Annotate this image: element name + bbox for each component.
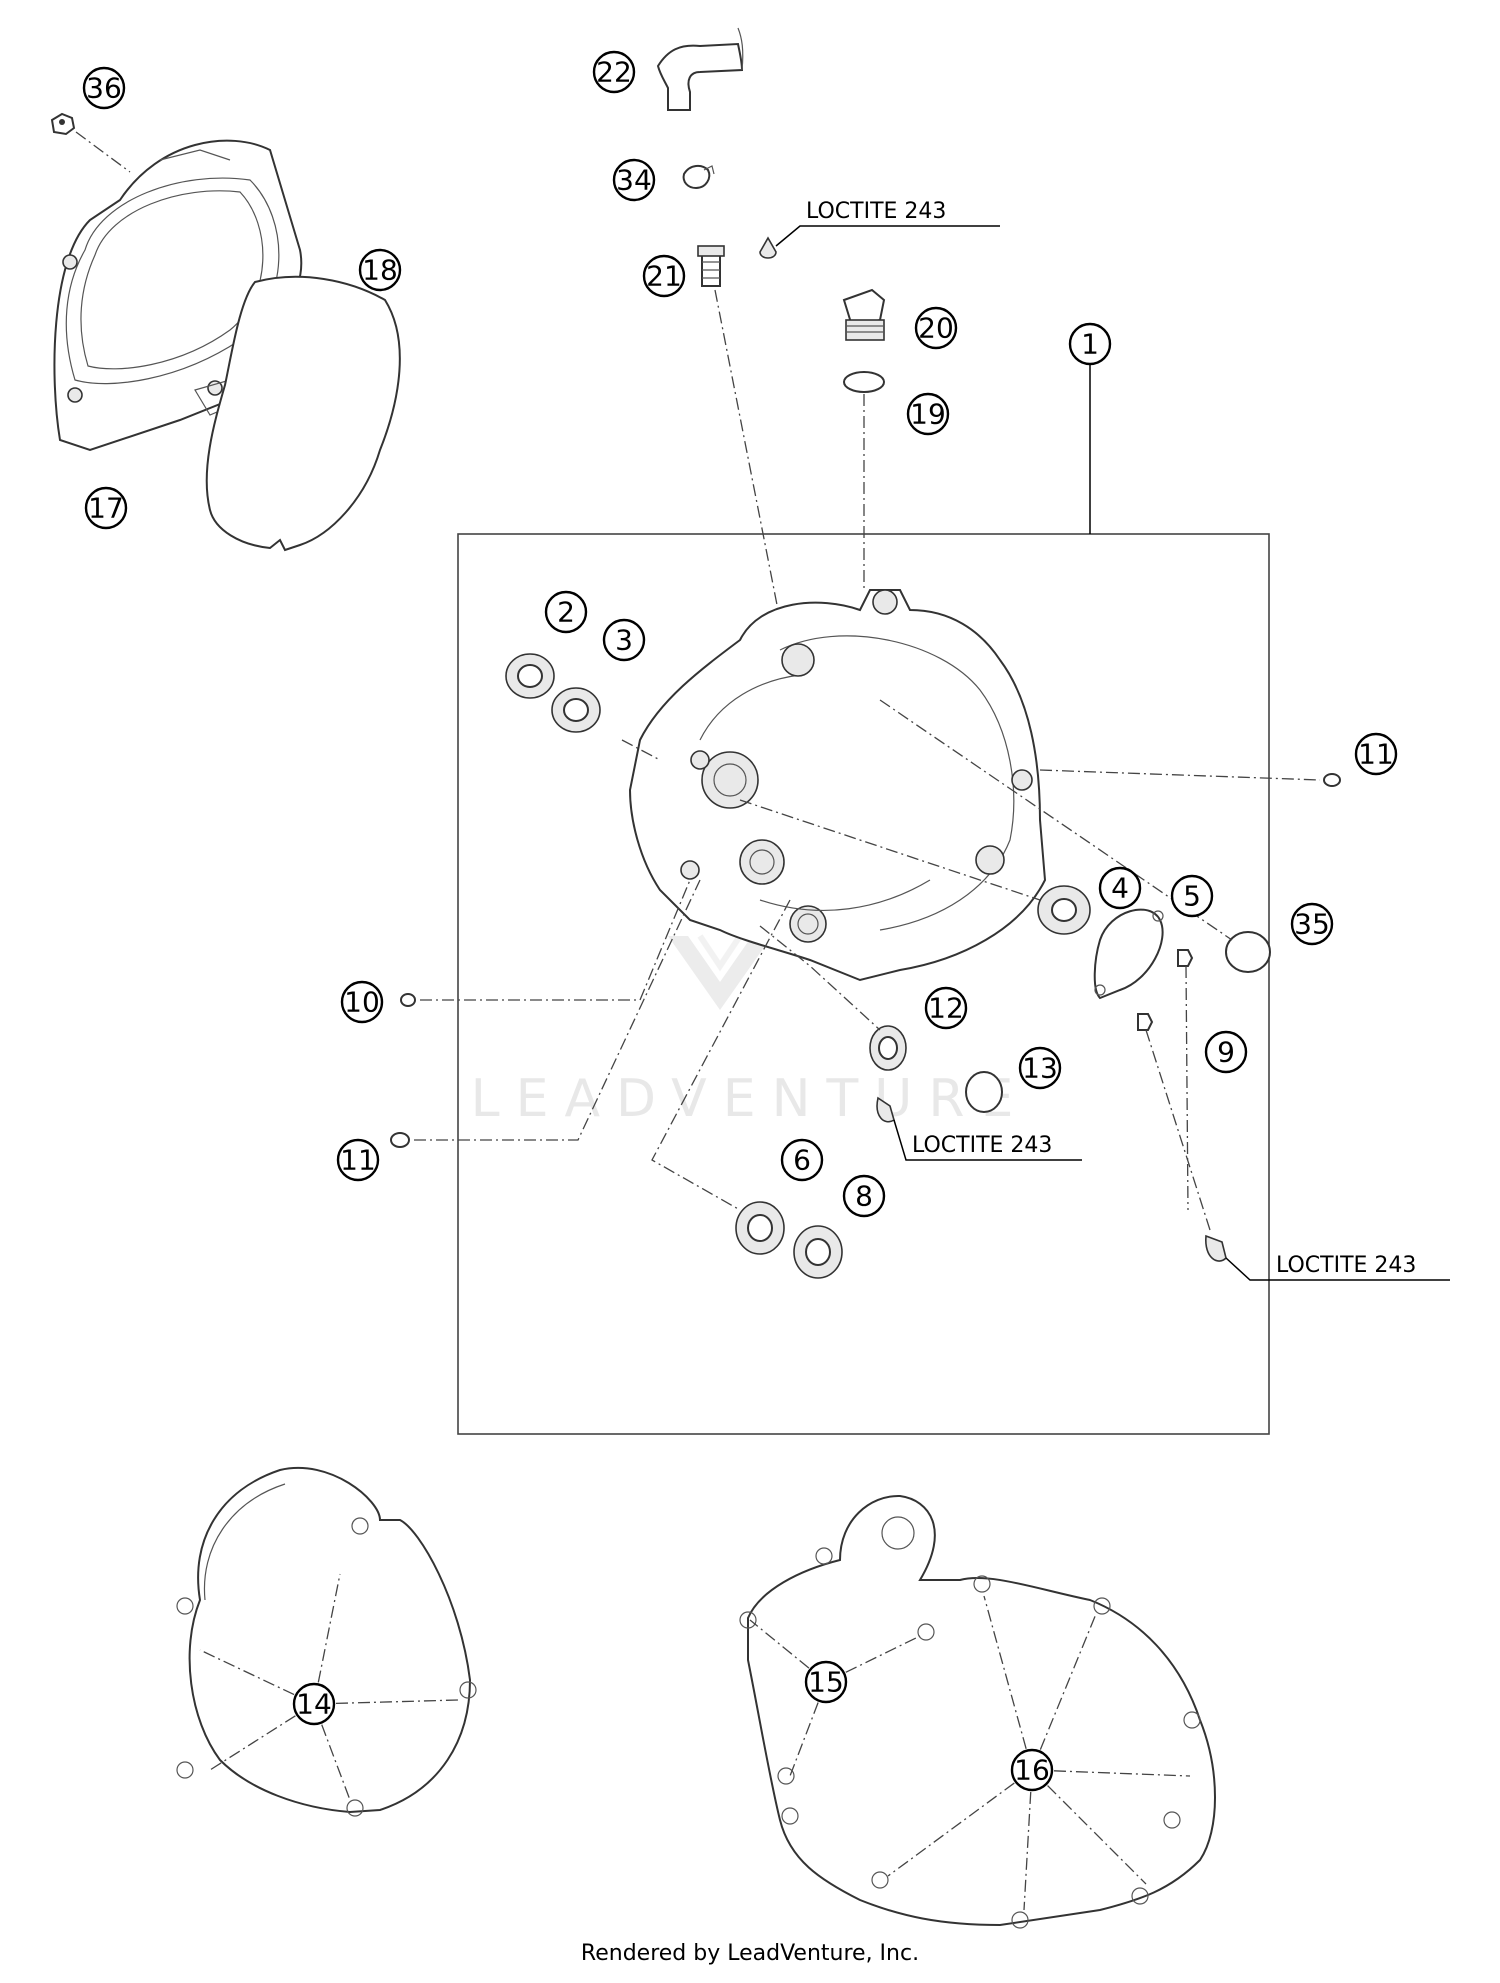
part-10-o-ring [400, 993, 416, 1007]
part-14-gasket [176, 1467, 477, 1817]
part-16-gasket [739, 1494, 1216, 1929]
callout-17: 17 [84, 486, 128, 530]
svg-text:13: 13 [1022, 1052, 1058, 1085]
leader-2-3 [621, 739, 661, 761]
callout-3: 3 [602, 618, 646, 662]
part-36-screw [50, 112, 76, 136]
svg-text:10: 10 [344, 986, 380, 1019]
svg-text:22: 22 [596, 56, 632, 89]
part-6-seal [735, 1201, 785, 1255]
svg-text:12: 12 [928, 992, 964, 1025]
part-22-hose [656, 27, 744, 111]
callout-4: 4 [1098, 866, 1142, 910]
loctite-drop-right [1205, 1234, 1227, 1262]
part-20-plug [842, 288, 886, 341]
part-5-cover-plate [1093, 908, 1164, 1000]
svg-text:19: 19 [910, 398, 946, 431]
callout-35: 35 [1290, 902, 1334, 946]
callout-13: 13 [1018, 1046, 1062, 1090]
callout-36: 36 [82, 66, 126, 110]
loctite-top-leader [775, 225, 1000, 247]
part-9-screw-b [1137, 1013, 1154, 1031]
svg-text:11: 11 [340, 1144, 376, 1177]
callout-14: 14 [292, 1682, 336, 1726]
part-1-clutch-cover [628, 589, 1047, 982]
leader-21 [714, 289, 781, 621]
callout-5: 5 [1170, 874, 1214, 918]
svg-text:3: 3 [615, 624, 633, 657]
watermark-logo: LEADVENTURE [471, 934, 1030, 1129]
callout-10: 10 [340, 980, 384, 1024]
part-35-o-ring [1225, 931, 1271, 973]
svg-text:16: 16 [1014, 1754, 1050, 1787]
callout-20: 20 [914, 306, 958, 350]
svg-text:36: 36 [86, 72, 122, 105]
callout-6: 6 [780, 1138, 824, 1182]
svg-text:11: 11 [1358, 738, 1394, 771]
svg-text:5: 5 [1183, 880, 1201, 913]
callout-34: 34 [612, 158, 656, 202]
part-19-o-ring [843, 371, 885, 393]
watermark-text: LEADVENTURE [471, 1069, 1030, 1129]
svg-text:18: 18 [362, 254, 398, 287]
callout-19: 19 [906, 392, 950, 436]
loctite-note-right: LOCTITE 243 [1276, 1253, 1416, 1278]
leader-4 [739, 799, 1041, 901]
callout-1: 1 [1068, 322, 1112, 366]
part-9-screw-a [1177, 949, 1194, 967]
loctite-note-top: LOCTITE 243 [806, 199, 946, 224]
svg-text:14: 14 [296, 1688, 332, 1721]
part-8-seal [793, 1225, 843, 1279]
part-13-o-ring [965, 1071, 1003, 1113]
part-12-bushing [869, 1025, 907, 1071]
callout-16: 16 [1010, 1748, 1054, 1792]
loctite-note-mid: LOCTITE 243 [912, 1133, 1052, 1158]
svg-text:6: 6 [793, 1144, 811, 1177]
callout-11-left: 11 [336, 1138, 380, 1182]
leader-10 [420, 879, 691, 1001]
callout-9: 9 [1204, 1030, 1248, 1074]
part-21-fitting [697, 245, 725, 287]
part-11-dowel-right [1323, 773, 1341, 787]
callout-15: 15 [804, 1660, 848, 1704]
svg-text:2: 2 [557, 596, 575, 629]
loctite-right-leader [1225, 1257, 1450, 1281]
svg-text:20: 20 [918, 312, 954, 345]
callout-18: 18 [358, 248, 402, 292]
svg-text:21: 21 [646, 260, 682, 293]
leader-9b [1145, 1029, 1211, 1231]
svg-text:9: 9 [1217, 1036, 1235, 1069]
part-34-clamp [682, 164, 715, 190]
callout-12: 12 [924, 986, 968, 1030]
leader-12 [759, 925, 881, 1031]
svg-text:15: 15 [808, 1666, 844, 1699]
part-2-seal [505, 653, 555, 699]
loctite-drop-top [759, 236, 777, 259]
callout-11-right: 11 [1354, 732, 1398, 776]
callout-22: 22 [592, 50, 636, 94]
leader-6-8 [651, 899, 791, 1211]
leader-36 [75, 131, 131, 173]
leader-11-left [414, 879, 701, 1141]
svg-text:1: 1 [1081, 328, 1099, 361]
leader-9a [1185, 965, 1189, 1211]
part-3-seal [551, 687, 601, 733]
loctite-mid-leader [893, 1119, 1082, 1161]
svg-text:4: 4 [1111, 872, 1129, 905]
part-18-gasket [205, 275, 401, 552]
svg-text:17: 17 [88, 492, 124, 525]
leader-11-right [1039, 769, 1321, 781]
callout-2: 2 [544, 590, 588, 634]
callout-8: 8 [842, 1174, 886, 1218]
svg-text:8: 8 [855, 1180, 873, 1213]
part-4-bearing [1037, 885, 1091, 935]
part-11-dowel-left [390, 1132, 410, 1148]
callout-21: 21 [642, 254, 686, 298]
svg-text:34: 34 [616, 164, 652, 197]
svg-text:35: 35 [1294, 908, 1330, 941]
footer-credit: Rendered by LeadVenture, Inc. [581, 1941, 919, 1966]
